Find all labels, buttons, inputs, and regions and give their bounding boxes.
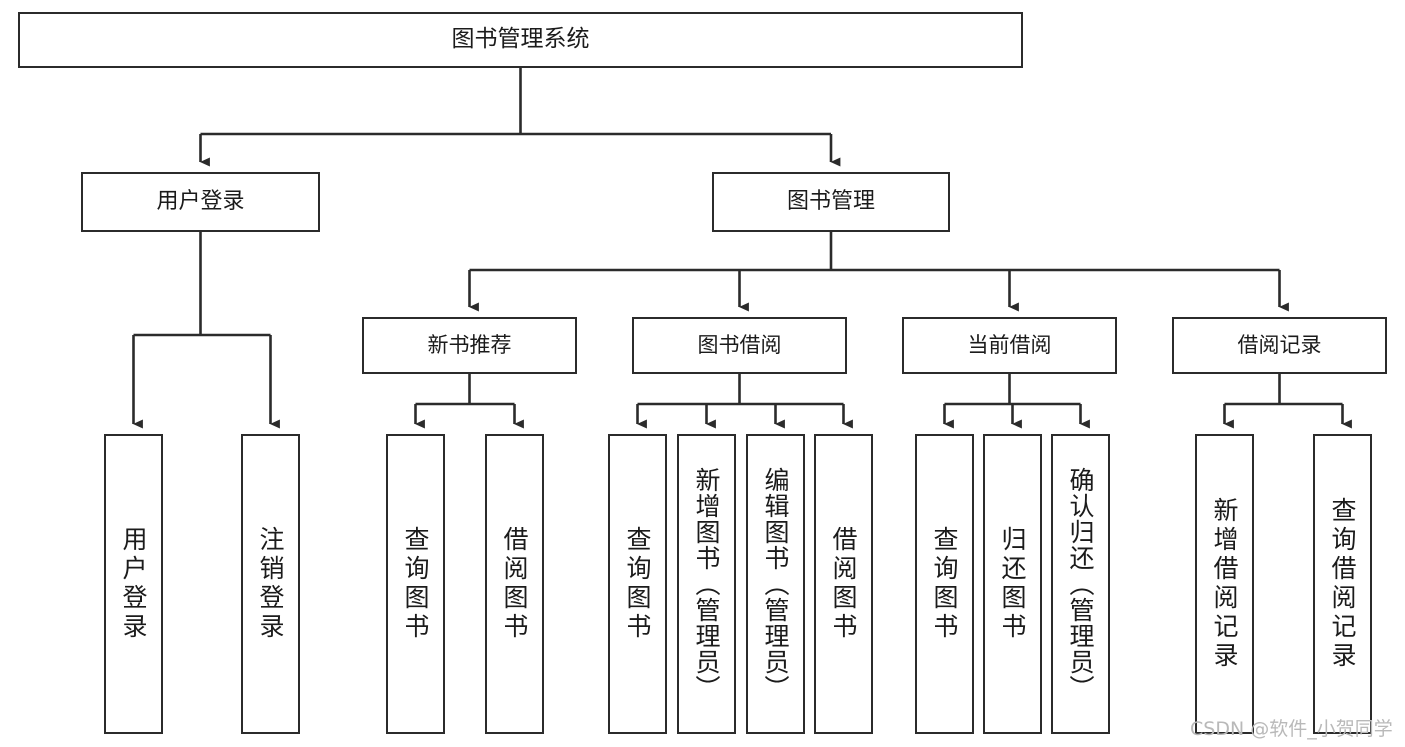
edges-borrowrecord-to-leaves: [1223, 374, 1352, 429]
node-leaf-return-book[interactable]: 归还图书: [983, 434, 1042, 734]
node-new-book-recommend[interactable]: 新书推荐: [362, 317, 577, 374]
node-label: 图书管理: [786, 188, 875, 214]
node-leaf-query-book-recommend[interactable]: 查询图书: [386, 434, 445, 734]
node-label: 查询借阅记录: [1328, 497, 1357, 671]
node-leaf-user-login[interactable]: 用户登录: [104, 434, 163, 734]
edges-currentborrow-to-leaves: [943, 374, 1090, 429]
node-root-system[interactable]: 图书管理系统: [18, 12, 1023, 68]
node-leaf-query-borrow-record[interactable]: 查询借阅记录: [1313, 434, 1372, 734]
node-book-manage[interactable]: 图书管理: [712, 172, 950, 232]
node-label: 用户登录: [156, 188, 245, 214]
node-label: 新增图书（管理员）: [692, 467, 721, 701]
node-leaf-confirm-return-admin[interactable]: 确认归还（管理员）: [1051, 434, 1110, 734]
node-label: 查询图书: [623, 526, 652, 642]
node-label: 确认归还（管理员）: [1066, 467, 1095, 701]
node-leaf-borrow-book[interactable]: 借阅图书: [814, 434, 873, 734]
node-label: 新增借阅记录: [1210, 497, 1239, 671]
edges-newbook-to-leaves: [414, 374, 524, 429]
node-leaf-query-book-borrow[interactable]: 查询图书: [608, 434, 667, 734]
node-label: 新书推荐: [427, 332, 512, 357]
node-label: 借阅记录: [1237, 332, 1322, 357]
node-leaf-query-book-current[interactable]: 查询图书: [915, 434, 974, 734]
node-label: 编辑图书（管理员）: [761, 467, 790, 701]
node-label: 借阅图书: [500, 526, 529, 642]
node-current-borrow[interactable]: 当前借阅: [902, 317, 1117, 374]
edges-bookmanage-to-level2: [468, 232, 1289, 312]
node-leaf-borrow-book-recommend[interactable]: 借阅图书: [485, 434, 544, 734]
edges-userlogin-to-leaves: [132, 232, 280, 429]
node-label: 查询图书: [930, 526, 959, 642]
node-user-login[interactable]: 用户登录: [81, 172, 320, 232]
node-book-borrow[interactable]: 图书借阅: [632, 317, 847, 374]
node-label: 图书管理系统: [451, 26, 590, 53]
node-label: 当前借阅: [967, 332, 1052, 357]
node-label: 查询图书: [401, 526, 430, 642]
node-label: 注销登录: [256, 526, 285, 642]
node-borrow-record[interactable]: 借阅记录: [1172, 317, 1387, 374]
edges-bookborrow-to-leaves: [636, 374, 853, 429]
edges-root-to-level1: [199, 68, 841, 167]
node-leaf-add-book-admin[interactable]: 新增图书（管理员）: [677, 434, 736, 734]
node-label: 归还图书: [998, 526, 1027, 642]
node-label: 图书借阅: [697, 332, 782, 357]
node-label: 用户登录: [119, 526, 148, 642]
node-leaf-edit-book-admin[interactable]: 编辑图书（管理员）: [746, 434, 805, 734]
node-leaf-add-borrow-record[interactable]: 新增借阅记录: [1195, 434, 1254, 734]
node-label: 借阅图书: [829, 526, 858, 642]
node-leaf-user-logout[interactable]: 注销登录: [241, 434, 300, 734]
